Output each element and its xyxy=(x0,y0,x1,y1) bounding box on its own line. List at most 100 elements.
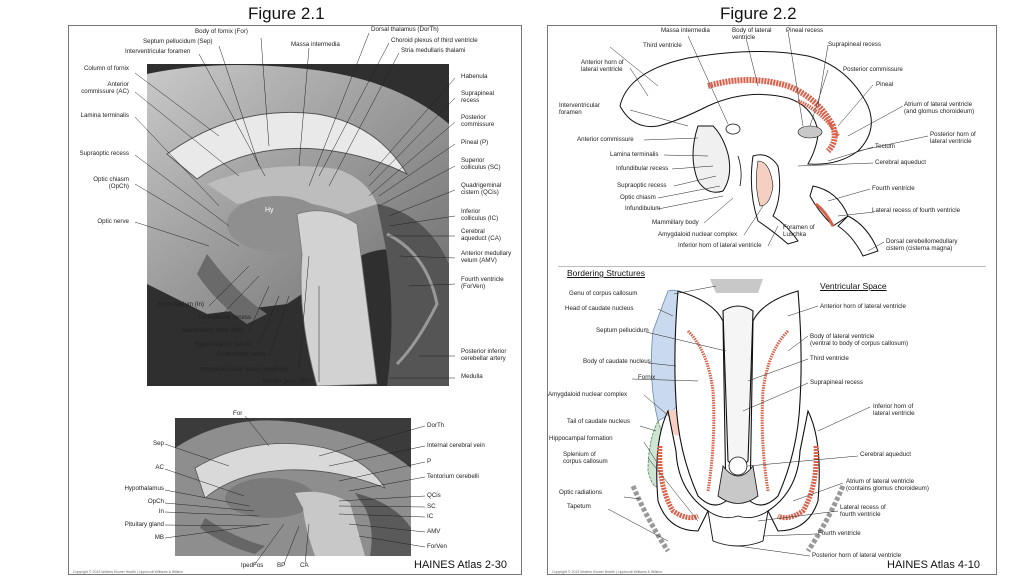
label-basilar-pons: Basilar pons (BP) xyxy=(262,378,311,385)
label-quadrigeminal-cistern: Quadrigeminal cistern (QCis) xyxy=(461,182,502,196)
atlas-reference-4-10: HAINES Atlas 4-10 xyxy=(887,559,980,571)
label-massa-intermedia: Massa intermedia xyxy=(291,41,340,48)
label-lower-mb: MB xyxy=(154,534,164,541)
section-divider xyxy=(558,266,986,267)
figure-2-1-lower-leader-lines xyxy=(164,415,426,565)
label-infundibulum: Infundibulum (In) xyxy=(157,301,204,308)
label-interpeduncular-fossa: Interpeduncular fossa (IpedFos) xyxy=(200,366,288,373)
label-dorsal-cerebellomedullary-cistern: Dorsal cerebellomedullary cistern (ciste… xyxy=(886,238,958,252)
label-lower-dorth: DorTh xyxy=(427,422,445,429)
label-posterior-commissure-2: Posterior commissure xyxy=(843,66,903,73)
label-cerebral-aqueduct: Cerebral aqueduct (CA) xyxy=(461,228,501,242)
heading-bordering-structures: Bordering Structures xyxy=(567,268,645,278)
label-column-of-fornix: Column of fornix xyxy=(83,65,129,72)
label-fourth-ventricle: Fourth ventricle (ForVen) xyxy=(461,276,504,290)
figure-2-2-title: Figure 2.2 xyxy=(720,4,797,23)
label-optic-radiations: Optic radiations xyxy=(559,489,602,496)
label-superior-colliculus: Superior colliculus (SC) xyxy=(461,157,501,171)
label-body-of-fornix: Body of fornix (For) xyxy=(195,28,248,35)
label-genu-corpus-callosum: Genu of corpus callosum xyxy=(569,290,638,297)
label-suprapineal-recess-3: Suprapineal recess xyxy=(810,379,863,386)
label-infundibular-recess-2: Infundibular recess xyxy=(616,165,669,172)
label-inferior-colliculus: Inferior colliculus (IC) xyxy=(461,208,499,222)
label-third-ventricle: Third ventricle xyxy=(643,42,682,49)
label-lamina-terminalis: Lamina terminalis xyxy=(80,112,130,119)
label-lower-bp: BP xyxy=(277,562,286,569)
label-hippocampal-formation: Hippocampal formation xyxy=(549,435,613,442)
label-posterior-inferior-cerebellar-artery: Posterior inferior cerebellar artery xyxy=(461,348,507,362)
photo-hy-mark: Hy xyxy=(265,207,274,214)
label-cerebral-aqueduct-3: Cerebral aqueduct xyxy=(860,451,911,458)
label-anterior-commissure-2: Anterior commissure xyxy=(577,136,634,143)
label-lateral-recess-fourth-2: Lateral recess of fourth ventricle xyxy=(840,504,886,518)
label-tail-of-caudate: Tail of caudate nucleus xyxy=(567,418,630,425)
label-suprapineal-recess: Suprapineal recess xyxy=(461,90,495,104)
label-lower-forven: ForVen xyxy=(427,543,447,550)
label-habenula: Habenula xyxy=(461,73,488,80)
label-lower-ic: IC xyxy=(427,513,434,520)
figure-2-1-title: Figure 2.1 xyxy=(248,4,325,23)
label-oculomotor-nerve: Oculomotor nerve xyxy=(216,351,266,358)
label-stria-medullaris: Stria medullaris thalami xyxy=(401,47,466,54)
label-anterior-horn: Anterior horn of lateral ventricle xyxy=(581,59,624,73)
label-fourth-ventricle-2: Fourth ventricle xyxy=(872,185,915,192)
label-third-ventricle-2: Third ventricle xyxy=(810,355,849,362)
label-interventricular-foramen-2: Interventricular foramen xyxy=(559,102,600,116)
figure-2-1-panel: Hy xyxy=(68,25,522,575)
label-lower-p: P xyxy=(427,458,432,465)
label-interventricular-foramen: Interventricular foramen xyxy=(125,48,191,55)
label-infundibular-recess: Infundibular recess xyxy=(198,314,251,321)
heading-ventricular-space: Ventricular Space xyxy=(820,281,887,291)
figure-2-1-leader-lines xyxy=(134,32,456,382)
label-foramen-of-luschka: Foramen of Luschka xyxy=(783,224,815,238)
label-supraoptic-recess: Supraoptic recess xyxy=(79,150,129,157)
label-inferior-horn: Inferior horn of lateral ventricle xyxy=(678,242,762,249)
label-posterior-horn: Posterior horn of lateral ventricle xyxy=(930,131,976,145)
label-posterior-commissure: Posterior commissure xyxy=(461,114,495,128)
label-mammillary-body-2: Mammillary body xyxy=(652,219,699,226)
label-lamina-terminalis-2: Lamina terminalis xyxy=(610,151,659,158)
midsagittal-brain-photo: Hy xyxy=(147,64,449,386)
label-medulla: Medulla xyxy=(461,373,483,380)
figure-2-2-panel: Third ventricle Anterior horn of lateral… xyxy=(547,25,997,575)
atlas-reference-2-30: HAINES Atlas 2-30 xyxy=(414,559,507,571)
label-lower-pituitary: Pituitary gland xyxy=(124,521,164,528)
label-posterior-horn-2: Posterior horn of lateral ventricle xyxy=(812,552,902,559)
label-lower-ipedfos: IpedFos xyxy=(241,562,264,569)
label-anterior-horn-2: Anterior horn of lateral ventricle xyxy=(820,303,906,310)
ventricular-cast-lateral-view xyxy=(609,30,929,257)
label-amygdaloid-complex: Amygdaloid nuclear complex xyxy=(658,231,738,238)
label-lower-for: For xyxy=(233,410,243,417)
label-inferior-horn-2: Inferior horn of lateral ventricle xyxy=(873,403,915,417)
label-lower-ca: CA xyxy=(300,562,309,569)
label-massa-intermedia-2: Massa intermedia xyxy=(661,27,710,34)
label-cerebral-aqueduct-2: Cerebral aqueduct xyxy=(875,159,926,166)
label-optic-chiasm-2: Optic chiasm xyxy=(620,194,656,201)
label-body-of-lateral-ventricle-2: Body of lateral ventricle (ventral to bo… xyxy=(810,333,909,347)
label-anterior-medullary-velum: Anterior medullary velum (AMV) xyxy=(461,250,512,264)
label-infundibulum-2: Infundibulum xyxy=(625,205,661,212)
label-lower-ac: AC xyxy=(155,464,164,471)
label-mammillary-body: Mammillary body (MB) xyxy=(182,327,244,334)
label-dorsal-thalamus: Dorsal thalamus (DorTh) xyxy=(371,26,439,33)
label-supraoptic-recess-2: Supraoptic recess xyxy=(617,182,667,189)
label-suprapineal-recess-2: Suprapineal recess xyxy=(828,41,881,48)
label-optic-chiasm: Optic chiasm (OpCh) xyxy=(93,176,129,190)
label-lower-opch: OpCh xyxy=(147,498,164,505)
label-tectum: Tectum xyxy=(875,143,895,150)
label-atrium-of-lateral-ventricle-2: Atrium of lateral ventricle (contains gl… xyxy=(846,478,929,492)
label-amygdaloid-complex-2: Amygdaloid nuclear complex xyxy=(548,391,628,398)
label-pineal: Pineal (P) xyxy=(461,139,489,146)
label-lateral-recess-fourth: Lateral recess of fourth ventricle xyxy=(872,207,961,214)
label-tapetum: Tapetum xyxy=(567,503,591,510)
label-hypothalamic-sulcus: Hypothalamic sulcus xyxy=(194,341,251,348)
label-head-of-caudate: Head of caudate nucleus xyxy=(565,305,634,312)
label-pineal-recess: Pineal recess xyxy=(786,27,824,34)
label-lower-hypothalamus: Hypothalamus xyxy=(124,485,164,492)
label-pineal-2: Pineal xyxy=(876,81,894,88)
label-lower-tentorium: Tentorium cerebelli xyxy=(427,473,479,480)
label-lower-sep: Sep xyxy=(152,440,164,447)
label-lower-qcis: QCis xyxy=(427,492,441,499)
label-anterior-commissure: Anterior commissure (AC) xyxy=(81,81,129,95)
label-lower-sc: SC xyxy=(427,503,436,510)
